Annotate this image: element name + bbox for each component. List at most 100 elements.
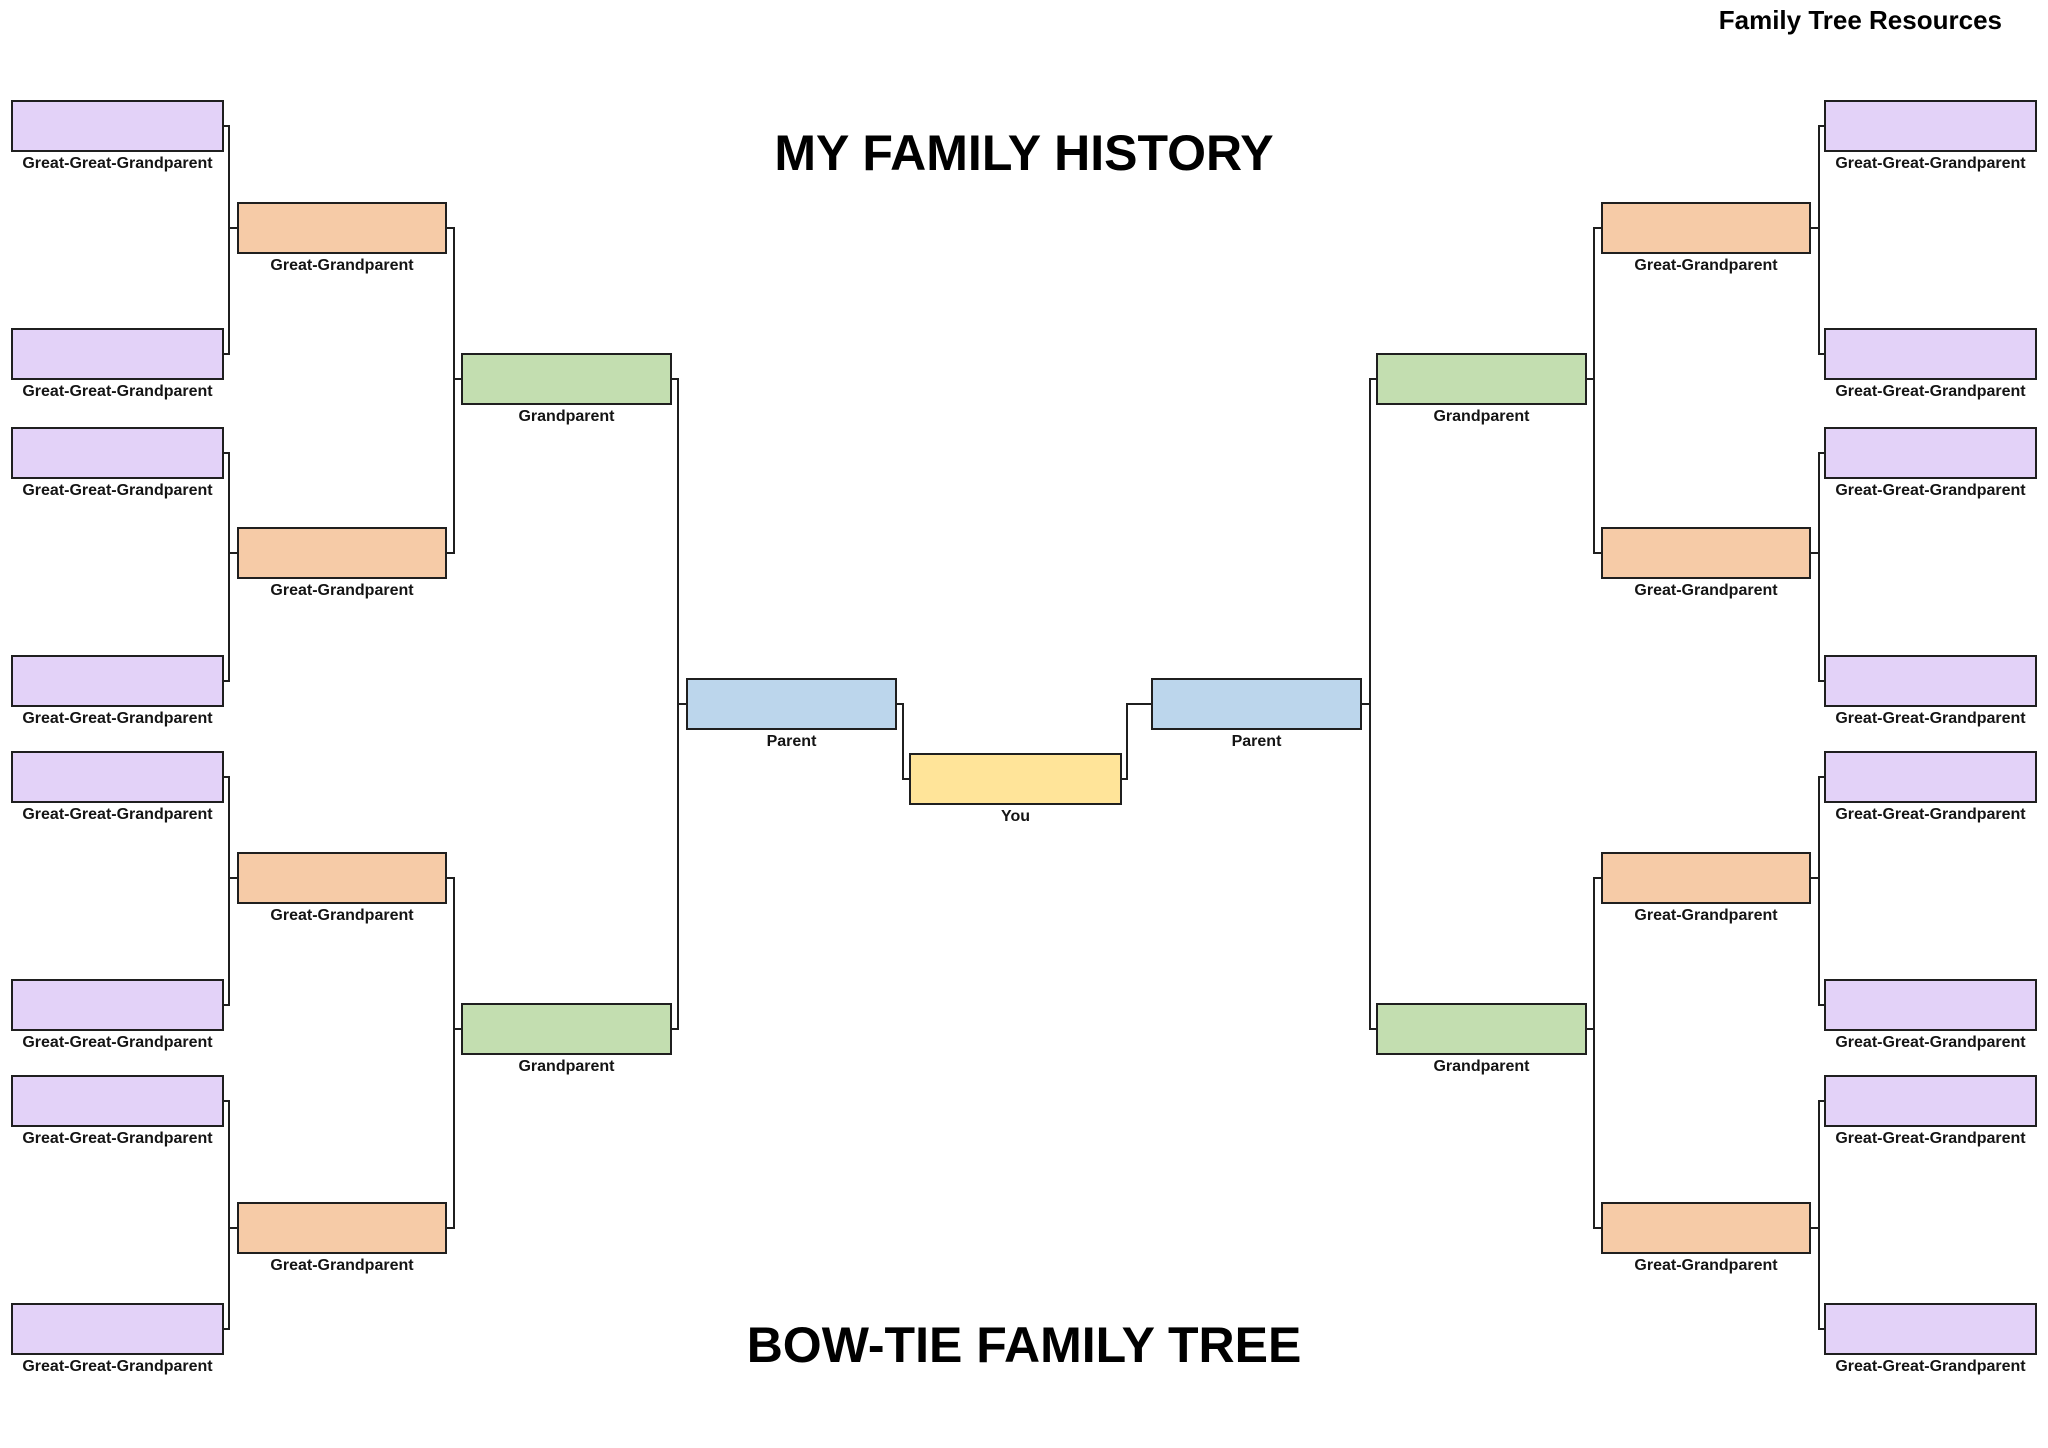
great-grandparent-label: Great-Grandparent — [1634, 1257, 1778, 1274]
chart-type-title: BOW-TIE FAMILY TREE — [746, 1317, 1302, 1373]
great-great-grandparent-label: Great-Great-Grandparent — [1835, 383, 2026, 400]
child-connector-stub — [1811, 552, 1820, 554]
great-grandparent-cell: Great-Grandparent — [237, 527, 447, 600]
sibling-pair-bracket — [1593, 227, 1601, 554]
great-great-grandparent-label: Great-Great-Grandparent — [1835, 1034, 2026, 1051]
parent-to-you-elbow — [1122, 778, 1128, 780]
great-great-grandparent-label: Great-Great-Grandparent — [1835, 155, 2026, 172]
great-great-grandparent-box — [11, 427, 224, 479]
great-great-grandparent-box — [1824, 100, 2037, 152]
parent-to-you-elbow — [1126, 703, 1128, 780]
child-connector-stub — [453, 1028, 461, 1030]
you-box — [909, 753, 1122, 805]
sibling-pair-bracket — [224, 125, 230, 355]
great-great-grandparent-box — [11, 328, 224, 380]
grandparent-cell: Grandparent — [1376, 1003, 1587, 1076]
you-label: You — [1000, 808, 1031, 825]
great-grandparent-cell: Great-Grandparent — [237, 202, 447, 275]
grandparent-label: Grandparent — [518, 408, 615, 425]
great-great-grandparent-label: Great-Great-Grandparent — [1835, 710, 2026, 727]
grandparent-label: Grandparent — [1433, 1058, 1530, 1075]
great-great-grandparent-cell: Great-Great-Grandparent — [1824, 328, 2037, 401]
parent-to-you-elbow — [897, 703, 904, 705]
great-great-grandparent-box — [1824, 328, 2037, 380]
great-great-grandparent-label: Great-Great-Grandparent — [22, 710, 213, 727]
child-connector-stub — [1811, 1227, 1820, 1229]
great-grandparent-box — [1601, 527, 1811, 579]
great-grandparent-cell: Great-Grandparent — [1601, 202, 1811, 275]
parent-label: Parent — [766, 733, 817, 750]
great-great-grandparent-box — [11, 1075, 224, 1127]
great-great-grandparent-label: Great-Great-Grandparent — [22, 1358, 213, 1375]
child-connector-stub — [1362, 703, 1371, 705]
grandparent-cell: Grandparent — [461, 353, 672, 426]
great-great-grandparent-label: Great-Great-Grandparent — [22, 1034, 213, 1051]
parent-box — [686, 678, 897, 730]
sibling-pair-bracket — [224, 452, 230, 682]
great-grandparent-box — [1601, 202, 1811, 254]
great-great-grandparent-box — [1824, 751, 2037, 803]
child-connector-stub — [1811, 227, 1820, 229]
great-grandparent-box — [237, 1202, 447, 1254]
sibling-pair-bracket — [1593, 877, 1601, 1229]
great-great-grandparent-cell: Great-Great-Grandparent — [11, 655, 224, 728]
grandparent-box — [461, 1003, 672, 1055]
child-connector-stub — [228, 1227, 237, 1229]
grandparent-box — [1376, 353, 1587, 405]
great-grandparent-box — [237, 527, 447, 579]
great-great-grandparent-cell: Great-Great-Grandparent — [11, 1303, 224, 1376]
great-great-grandparent-box — [11, 751, 224, 803]
grandparent-cell: Grandparent — [461, 1003, 672, 1076]
grandparent-label: Grandparent — [518, 1058, 615, 1075]
great-great-grandparent-cell: Great-Great-Grandparent — [11, 1075, 224, 1148]
grandparent-box — [461, 353, 672, 405]
parent-cell: Parent — [686, 678, 897, 751]
great-great-grandparent-cell: Great-Great-Grandparent — [11, 979, 224, 1052]
grandparent-label: Grandparent — [1433, 408, 1530, 425]
sibling-pair-bracket — [224, 1100, 230, 1330]
great-great-grandparent-label: Great-Great-Grandparent — [22, 155, 213, 172]
child-connector-stub — [1811, 877, 1820, 879]
grandparent-cell: Grandparent — [1376, 353, 1587, 426]
sibling-pair-bracket — [1818, 1100, 1824, 1330]
great-great-grandparent-box — [1824, 1075, 2037, 1127]
child-connector-stub — [228, 877, 237, 879]
great-great-grandparent-box — [11, 100, 224, 152]
great-great-grandparent-box — [1824, 1303, 2037, 1355]
great-grandparent-cell: Great-Grandparent — [237, 852, 447, 925]
family-tree-resources-label: Family Tree Resources — [1718, 5, 2002, 35]
great-grandparent-label: Great-Grandparent — [270, 1257, 414, 1274]
great-great-grandparent-cell: Great-Great-Grandparent — [1824, 1075, 2037, 1148]
sibling-pair-bracket — [1818, 776, 1824, 1006]
parent-box — [1151, 678, 1362, 730]
great-great-grandparent-label: Great-Great-Grandparent — [22, 806, 213, 823]
great-grandparent-cell: Great-Grandparent — [1601, 1202, 1811, 1275]
great-grandparent-label: Great-Grandparent — [270, 582, 414, 599]
parent-label: Parent — [1231, 733, 1282, 750]
great-great-grandparent-cell: Great-Great-Grandparent — [1824, 100, 2037, 173]
great-grandparent-label: Great-Grandparent — [1634, 907, 1778, 924]
great-great-grandparent-box — [11, 979, 224, 1031]
child-connector-stub — [1587, 378, 1595, 380]
great-grandparent-cell: Great-Grandparent — [1601, 527, 1811, 600]
page-title: MY FAMILY HISTORY — [774, 125, 1274, 181]
great-great-grandparent-cell: Great-Great-Grandparent — [11, 751, 224, 824]
you-cell: You — [909, 753, 1122, 826]
parent-to-you-elbow — [902, 703, 904, 780]
child-connector-stub — [228, 552, 237, 554]
sibling-pair-bracket — [224, 776, 230, 1006]
great-great-grandparent-label: Great-Great-Grandparent — [1835, 1358, 2026, 1375]
great-great-grandparent-box — [1824, 427, 2037, 479]
child-connector-stub — [1587, 1028, 1595, 1030]
great-great-grandparent-label: Great-Great-Grandparent — [22, 482, 213, 499]
great-grandparent-box — [1601, 852, 1811, 904]
great-grandparent-label: Great-Grandparent — [270, 257, 414, 274]
great-great-grandparent-label: Great-Great-Grandparent — [1835, 482, 2026, 499]
great-great-grandparent-cell: Great-Great-Grandparent — [1824, 1303, 2037, 1376]
great-great-grandparent-label: Great-Great-Grandparent — [22, 1130, 213, 1147]
great-great-grandparent-box — [1824, 979, 2037, 1031]
great-great-grandparent-cell: Great-Great-Grandparent — [1824, 427, 2037, 500]
parent-to-you-elbow — [1126, 703, 1151, 705]
great-great-grandparent-cell: Great-Great-Grandparent — [11, 328, 224, 401]
